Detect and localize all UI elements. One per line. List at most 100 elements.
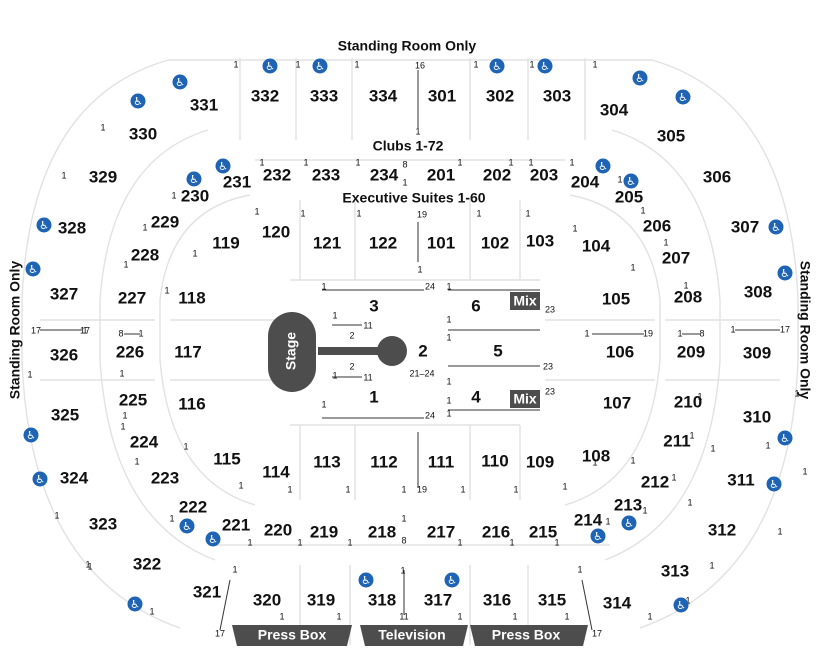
- section-217[interactable]: 217: [427, 522, 455, 541]
- row-number: 1: [630, 262, 635, 272]
- section-103[interactable]: 103: [526, 231, 554, 250]
- section-334[interactable]: 334: [369, 86, 398, 105]
- section-105[interactable]: 105: [602, 289, 630, 308]
- section-118[interactable]: 118: [178, 288, 205, 307]
- section-207[interactable]: 207: [662, 248, 690, 267]
- section-332[interactable]: 332: [251, 86, 279, 105]
- section-225[interactable]: 225: [119, 390, 147, 409]
- section-328[interactable]: 328: [58, 218, 86, 237]
- section-119[interactable]: 119: [212, 233, 239, 252]
- section-323[interactable]: 323: [89, 514, 117, 533]
- section-333[interactable]: 333: [310, 86, 338, 105]
- section-304[interactable]: 304: [600, 100, 629, 119]
- section-318[interactable]: 318: [368, 590, 396, 609]
- section-223[interactable]: 223: [151, 468, 179, 487]
- section-325[interactable]: 325: [51, 405, 79, 424]
- section-106[interactable]: 106: [606, 342, 634, 361]
- section-212[interactable]: 212: [641, 472, 669, 491]
- section-222[interactable]: 222: [179, 497, 207, 516]
- section-109[interactable]: 109: [526, 452, 554, 471]
- section-232[interactable]: 232: [263, 165, 291, 184]
- section-204[interactable]: 204: [571, 172, 600, 191]
- section-231[interactable]: 231: [223, 172, 251, 191]
- section-112[interactable]: 112: [370, 452, 397, 471]
- section-3[interactable]: 3: [369, 296, 378, 315]
- section-313[interactable]: 313: [661, 561, 689, 580]
- section-203[interactable]: 203: [530, 165, 558, 184]
- section-306[interactable]: 306: [703, 167, 731, 186]
- section-115[interactable]: 115: [213, 449, 240, 468]
- section-219[interactable]: 219: [310, 522, 338, 541]
- section-102[interactable]: 102: [481, 233, 509, 252]
- section-224[interactable]: 224: [130, 432, 159, 451]
- section-116[interactable]: 116: [178, 394, 205, 413]
- row-number: 1: [529, 59, 534, 69]
- section-319[interactable]: 319: [307, 590, 335, 609]
- section-311[interactable]: 311: [727, 470, 754, 489]
- section-309[interactable]: 309: [743, 343, 771, 362]
- section-233[interactable]: 233: [312, 165, 340, 184]
- section-330[interactable]: 330: [129, 124, 157, 143]
- section-201[interactable]: 201: [427, 165, 455, 184]
- section-202[interactable]: 202: [483, 165, 511, 184]
- section-120[interactable]: 120: [262, 222, 290, 241]
- section-111[interactable]: 111: [428, 452, 455, 471]
- section-315[interactable]: 315: [538, 590, 566, 609]
- section-122[interactable]: 122: [369, 233, 397, 252]
- section-331[interactable]: 331: [190, 95, 218, 114]
- section-220[interactable]: 220: [264, 520, 292, 539]
- section-305[interactable]: 305: [657, 126, 685, 145]
- section-101[interactable]: 101: [427, 233, 455, 252]
- section-221[interactable]: 221: [222, 515, 250, 534]
- section-317[interactable]: 317: [424, 590, 452, 609]
- section-208[interactable]: 208: [674, 287, 702, 306]
- section-329[interactable]: 329: [89, 167, 117, 186]
- section-211[interactable]: 211: [663, 431, 690, 450]
- section-1[interactable]: 1: [369, 387, 378, 406]
- section-301[interactable]: 301: [428, 86, 456, 105]
- section-234[interactable]: 234: [370, 165, 399, 184]
- section-205[interactable]: 205: [615, 187, 643, 206]
- section-320[interactable]: 320: [253, 590, 281, 609]
- section-215[interactable]: 215: [529, 522, 557, 541]
- section-321[interactable]: 321: [193, 582, 221, 601]
- section-214[interactable]: 214: [574, 510, 603, 529]
- section-324[interactable]: 324: [60, 468, 89, 487]
- section-316[interactable]: 316: [483, 590, 511, 609]
- section-314[interactable]: 314: [603, 593, 632, 612]
- section-209[interactable]: 209: [677, 342, 705, 361]
- row-number: 1: [85, 559, 90, 569]
- section-302[interactable]: 302: [486, 86, 514, 105]
- section-230[interactable]: 230: [181, 186, 209, 205]
- section-310[interactable]: 310: [743, 407, 771, 426]
- section-5[interactable]: 5: [493, 341, 502, 360]
- section-307[interactable]: 307: [731, 217, 759, 236]
- section-206[interactable]: 206: [643, 216, 671, 235]
- section-107[interactable]: 107: [603, 393, 631, 412]
- section-labels: 332 333 334 301 302 303 331 304 330 305 329 306 328 3…: [50, 86, 772, 612]
- section-4[interactable]: 4: [471, 387, 481, 406]
- section-326[interactable]: 326: [50, 345, 78, 364]
- section-213[interactable]: 213: [614, 495, 642, 514]
- section-6[interactable]: 6: [471, 296, 480, 315]
- section-121[interactable]: 121: [313, 233, 341, 252]
- section-308[interactable]: 308: [744, 282, 772, 301]
- section-226[interactable]: 226: [116, 342, 144, 361]
- section-104[interactable]: 104: [582, 236, 611, 255]
- section-327[interactable]: 327: [50, 284, 78, 303]
- section-114[interactable]: 114: [262, 462, 290, 481]
- section-227[interactable]: 227: [118, 288, 146, 307]
- section-312[interactable]: 312: [708, 520, 736, 539]
- section-303[interactable]: 303: [543, 86, 571, 105]
- section-210[interactable]: 210: [674, 392, 702, 411]
- section-110[interactable]: 110: [481, 451, 508, 470]
- section-228[interactable]: 228: [131, 245, 159, 264]
- section-113[interactable]: 113: [313, 452, 340, 471]
- section-218[interactable]: 218: [368, 522, 396, 541]
- section-216[interactable]: 216: [482, 522, 510, 541]
- section-108[interactable]: 108: [582, 446, 610, 465]
- section-322[interactable]: 322: [133, 554, 161, 573]
- section-229[interactable]: 229: [151, 212, 179, 231]
- section-117[interactable]: 117: [174, 342, 201, 361]
- section-2[interactable]: 2: [418, 341, 427, 360]
